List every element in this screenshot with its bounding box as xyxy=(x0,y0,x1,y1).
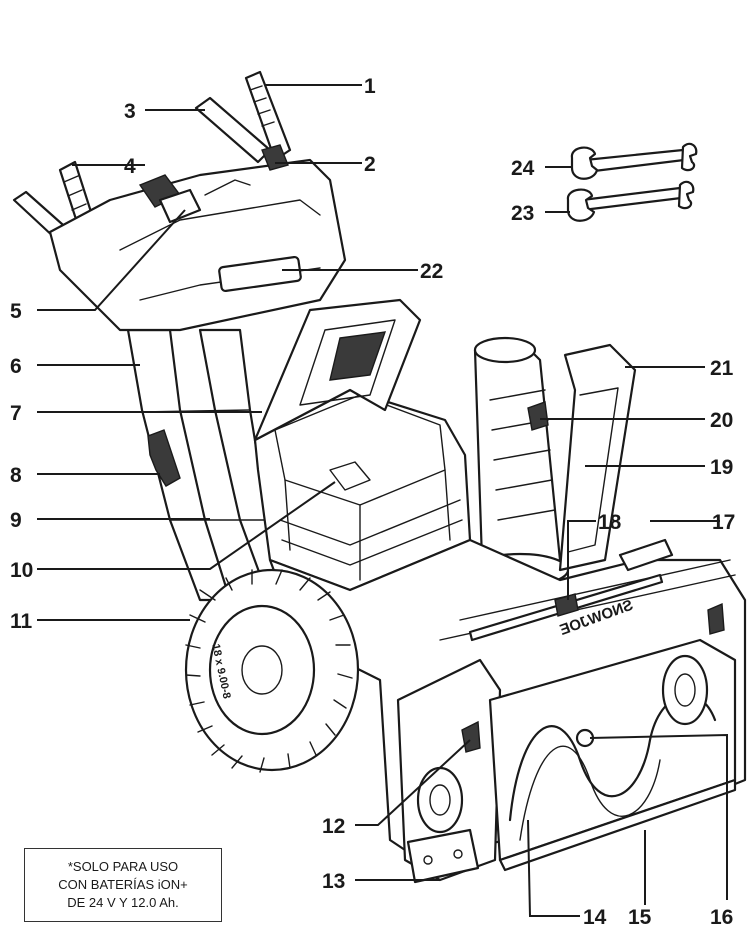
control-console xyxy=(48,144,347,332)
callout-14: 14 xyxy=(583,906,607,929)
callout-numbers: 1 2 3 4 5 6 7 8 9 10 11 12 13 14 15 16 1… xyxy=(10,75,735,929)
wheel-tire xyxy=(184,568,360,773)
battery-compartment xyxy=(253,298,472,592)
wrench-24 xyxy=(570,142,698,180)
callout-24: 24 xyxy=(511,157,535,180)
battery-note-line-1: *SOLO PARA USO xyxy=(67,859,179,874)
callout-16: 16 xyxy=(710,906,733,929)
callout-1: 1 xyxy=(364,75,376,98)
wrench-23 xyxy=(566,180,695,222)
callout-5: 5 xyxy=(10,300,22,323)
callout-4: 4 xyxy=(124,155,136,178)
auger-housing xyxy=(396,602,737,884)
leader-lines xyxy=(37,84,728,917)
callout-23: 23 xyxy=(511,202,534,225)
callout-21: 21 xyxy=(710,357,734,380)
battery-note-box: *SOLO PARA USO CON BATERÍAS iON+ DE 24 V… xyxy=(24,848,222,922)
callout-3: 3 xyxy=(124,100,136,123)
snowblower-illustration: SNOWJOE 18 x 9.00-8 xyxy=(12,70,747,884)
callout-6: 6 xyxy=(10,355,22,378)
callout-13: 13 xyxy=(322,870,345,893)
callout-12: 12 xyxy=(322,815,345,838)
callout-9: 9 xyxy=(10,509,22,532)
callout-2: 2 xyxy=(364,153,376,176)
callout-10: 10 xyxy=(10,559,33,582)
callout-15: 15 xyxy=(628,906,652,929)
callout-19: 19 xyxy=(710,456,733,479)
handle-clip xyxy=(147,429,181,487)
callout-8: 8 xyxy=(10,464,22,487)
callout-11: 11 xyxy=(10,610,33,633)
callout-17: 17 xyxy=(712,511,735,534)
callout-7: 7 xyxy=(10,402,22,425)
callout-20: 20 xyxy=(710,409,733,432)
discharge-chute xyxy=(470,336,637,588)
battery-note-line-3: DE 24 V Y 12.0 Ah. xyxy=(67,895,179,910)
battery-note-line-2: CON BATERÍAS iON+ xyxy=(58,877,188,892)
callout-22: 22 xyxy=(420,260,443,283)
callout-18: 18 xyxy=(598,511,622,534)
